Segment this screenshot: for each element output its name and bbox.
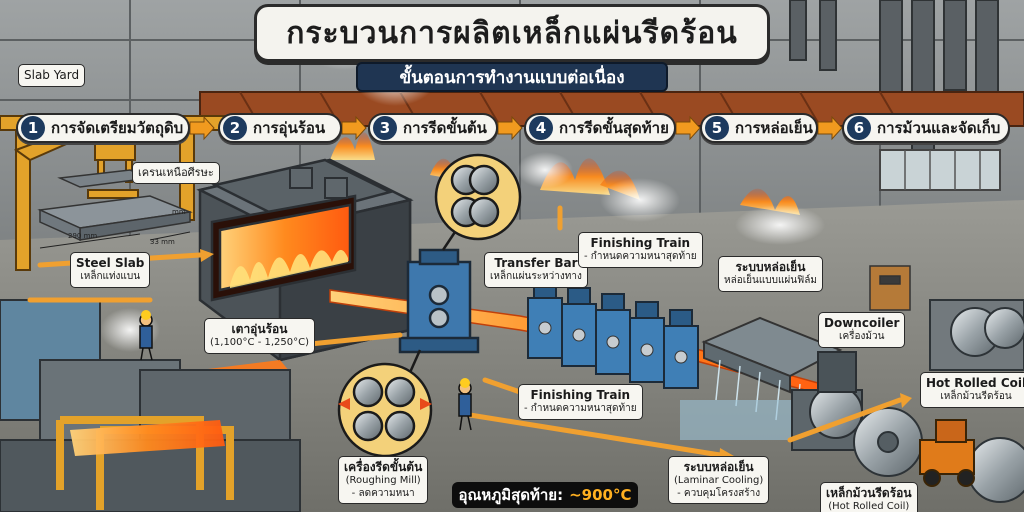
transfer-bar-en: Transfer Bar: [494, 256, 578, 270]
step-label: การจัดเตรียมวัตถุดิบ: [51, 119, 184, 137]
slab-yard-label: Slab Yard: [18, 64, 86, 87]
furnace-th: เตาอุ่นร้อน: [231, 322, 288, 336]
roughing-mill-th: เครื่องรีดขั้นต้น: [344, 460, 423, 474]
final-temperature-label: อุณหภูมิสุดท้าย:: [458, 486, 564, 504]
cooling-top-label: ระบบหล่อเย็น หล่อเย็นแบบแผ่นฟิล์ม: [718, 256, 823, 292]
coil-bottom-th: เหล็กม้วนรีดร้อน: [826, 486, 912, 500]
transfer-bar-label: Transfer Bar เหล็กแผ่นระหว่างทาง: [484, 252, 588, 288]
cooling-top-th: ระบบหล่อเย็น: [735, 260, 806, 274]
transfer-bar-th: เหล็กแผ่นระหว่างทาง: [490, 271, 582, 282]
roughing-mill-en: (Roughing Mill): [345, 475, 421, 486]
laminar-cooling-th: ระบบหล่อเย็น: [683, 460, 754, 474]
finishing-train-top-en: Finishing Train: [590, 236, 691, 250]
steel-slab-th: เหล็กแท่งแบน: [80, 271, 141, 282]
downcoiler-en: Downcoiler: [824, 316, 900, 330]
page-subtitle: ขั้นตอนการทำงานแบบต่อเนื่อง: [356, 62, 668, 92]
crane-label: เครนเหนือศีรษะ: [132, 162, 220, 184]
coil-bottom-label: เหล็กม้วนรีดร้อน (Hot Rolled Coil): [820, 482, 918, 512]
finishing-train-top-th: - กำหนดความหนาสุดท้าย: [584, 251, 697, 262]
step-2: 2 การอุ่นร้อน: [218, 113, 342, 143]
roughing-mill-label: เครื่องรีดขั้นต้น (Roughing Mill) - ลดคว…: [338, 456, 429, 504]
final-temperature-value: ~900°C: [569, 486, 632, 504]
step-label: การรีดขั้นสุดท้าย: [559, 119, 669, 137]
step-5: 5 การหล่อเย็น: [700, 113, 818, 143]
dimension-length: 33 mm: [150, 238, 175, 246]
furnace-temp: (1,100°C - 1,250°C): [210, 337, 309, 348]
step-number: 2: [223, 116, 247, 140]
coil-bottom-en: (Hot Rolled Coil): [828, 501, 910, 512]
finishing-train-bottom-label: Finishing Train - กำหนดความหนาสุดท้าย: [518, 384, 643, 420]
step-number: 4: [529, 116, 553, 140]
finishing-train-bottom-th: - กำหนดความหนาสุดท้าย: [524, 403, 637, 414]
finishing-train-bottom-en: Finishing Train: [530, 388, 631, 402]
hot-rolled-coil-label: Hot Rolled Coil เหล็กม้วนรีดร้อน: [920, 372, 1024, 408]
step-label: การอุ่นร้อน: [253, 119, 326, 137]
hot-rolled-coil-en: Hot Rolled Coil: [926, 376, 1024, 390]
step-label: การรีดขั้นต้น: [403, 119, 487, 137]
cooling-top-sub: หล่อเย็นแบบแผ่นฟิล์ม: [724, 275, 817, 286]
laminar-cooling-en: (Laminar Cooling): [674, 475, 764, 486]
laminar-cooling-sub: - ควบคุมโครงสร้าง: [677, 487, 761, 499]
step-number: 3: [373, 116, 397, 140]
roughing-mill-sub: - ลดความหนา: [351, 487, 415, 499]
hot-rolled-coil-th: เหล็กม้วนรีดร้อน: [940, 391, 1012, 402]
dimension-height: mm: [172, 208, 186, 216]
step-number: 6: [847, 116, 871, 140]
final-temperature: อุณหภูมิสุดท้าย: ~900°C: [452, 482, 638, 508]
laminar-cooling-label: ระบบหล่อเย็น (Laminar Cooling) - ควบคุมโ…: [668, 456, 770, 504]
step-3: 3 การรีดขั้นต้น: [368, 113, 498, 143]
downcoiler-label: Downcoiler เครื่องม้วน: [818, 312, 906, 348]
step-6: 6 การม้วนและจัดเก็บ: [842, 113, 1010, 143]
steel-slab-label: Steel Slab เหล็กแท่งแบน: [70, 252, 151, 288]
downcoiler-th: เครื่องม้วน: [839, 331, 885, 342]
page-title: กระบวนการผลิตเหล็กแผ่นรีดร้อน: [254, 4, 770, 62]
step-1: 1 การจัดเตรียมวัตถุดิบ: [16, 113, 190, 143]
finishing-train-top-label: Finishing Train - กำหนดความหนาสุดท้าย: [578, 232, 703, 268]
dimension-width: 290 mm: [68, 232, 98, 240]
steel-slab-en: Steel Slab: [76, 256, 145, 270]
step-number: 1: [21, 116, 45, 140]
step-4: 4 การรีดขั้นสุดท้าย: [524, 113, 676, 143]
furnace-label: เตาอุ่นร้อน (1,100°C - 1,250°C): [204, 318, 315, 354]
step-number: 5: [705, 116, 729, 140]
step-label: การหล่อเย็น: [735, 119, 813, 137]
step-label: การม้วนและจัดเก็บ: [877, 119, 1001, 137]
